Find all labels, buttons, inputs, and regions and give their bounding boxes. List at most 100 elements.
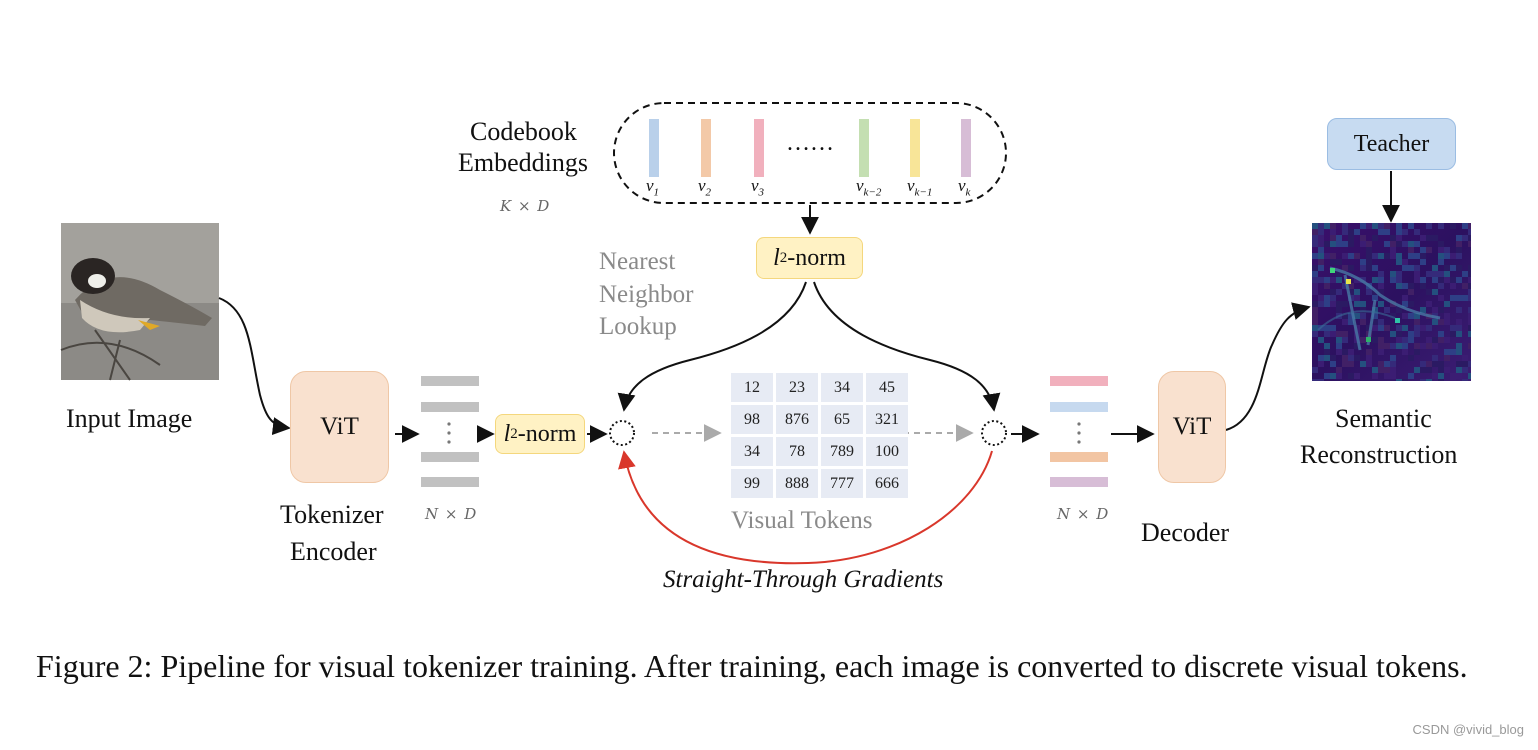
heatmap-cell xyxy=(1468,277,1471,283)
heatmap-cell xyxy=(1336,289,1342,295)
l2-norm-text: -norm xyxy=(787,244,846,271)
heatmap-cell xyxy=(1384,223,1390,229)
heatmap-cell xyxy=(1312,331,1318,337)
heatmap-cell xyxy=(1396,223,1402,229)
heatmap-cell xyxy=(1390,271,1396,277)
heatmap-cell xyxy=(1456,277,1462,283)
codebook-vector-label: vk xyxy=(958,176,970,198)
heatmap-cell xyxy=(1342,337,1348,343)
quantize-circle-right xyxy=(981,420,1007,446)
heatmap-cell xyxy=(1450,265,1456,271)
heatmap-cell xyxy=(1438,253,1444,259)
codebook-vectors xyxy=(649,119,971,177)
vector-subscript: k−2 xyxy=(863,186,882,199)
heatmap-cell xyxy=(1342,253,1348,259)
heatmap-cell xyxy=(1324,277,1330,283)
heatmap-cell xyxy=(1438,241,1444,247)
heatmap-cell xyxy=(1450,331,1456,337)
heatmap-cell xyxy=(1450,373,1456,379)
heatmap-cell xyxy=(1444,313,1450,319)
heatmap-cell xyxy=(1408,337,1414,343)
heatmap-cell xyxy=(1396,337,1402,343)
heatmap-cell xyxy=(1336,331,1342,337)
heatmap-cell xyxy=(1390,343,1396,349)
heatmap-cell xyxy=(1408,355,1414,361)
heatmap-cell xyxy=(1468,343,1471,349)
heatmap-cell xyxy=(1468,361,1471,367)
heatmap-cell xyxy=(1396,259,1402,265)
heatmap-cell xyxy=(1468,295,1471,301)
heatmap-cell xyxy=(1462,367,1468,373)
heatmap-cell xyxy=(1402,229,1408,235)
heatmap-cell xyxy=(1312,319,1318,325)
straight-through-gradient-arrow xyxy=(618,450,993,565)
heatmap-cell xyxy=(1318,337,1324,343)
heatmap-cell xyxy=(1324,301,1330,307)
heatmap-cell xyxy=(1420,307,1426,313)
decoder-dims: N × D xyxy=(1057,505,1110,523)
heatmap-cell xyxy=(1378,229,1384,235)
heatmap-cell xyxy=(1372,277,1378,283)
encoder-vit-box: ViT xyxy=(290,371,389,483)
heatmap-cell xyxy=(1414,313,1420,319)
heatmap-cell xyxy=(1438,277,1444,283)
watermark: CSDN @vivid_blog xyxy=(1412,722,1524,737)
heatmap-cell xyxy=(1312,313,1318,319)
heatmap-cell xyxy=(1318,247,1324,253)
heatmap-cell xyxy=(1360,319,1366,325)
heatmap-cell xyxy=(1420,379,1426,381)
heatmap-cell xyxy=(1420,367,1426,373)
teacher-label: Teacher xyxy=(1353,130,1430,157)
heatmap-cell xyxy=(1456,295,1462,301)
codebook-vector-label: v2 xyxy=(698,176,711,198)
heatmap-cell xyxy=(1468,313,1471,319)
heatmap-cell xyxy=(1462,355,1468,361)
heatmap-cell xyxy=(1456,325,1462,331)
heatmap-cell xyxy=(1312,277,1318,283)
heatmap-cell xyxy=(1408,331,1414,337)
heatmap-cell xyxy=(1438,337,1444,343)
heatmap-cell xyxy=(1324,349,1330,355)
heatmap-cell xyxy=(1414,265,1420,271)
heatmap-cell xyxy=(1354,343,1360,349)
vector-symbol: v xyxy=(751,176,759,195)
heatmap-cell xyxy=(1336,259,1342,265)
heatmap-cell xyxy=(1384,253,1390,259)
token-cell: 78 xyxy=(776,437,818,466)
heatmap-cell xyxy=(1318,301,1324,307)
l2-symbol: l xyxy=(773,244,780,271)
heatmap-cell xyxy=(1414,367,1420,373)
heatmap-cell xyxy=(1354,373,1360,379)
heatmap-cell xyxy=(1468,241,1471,247)
heatmap-cell xyxy=(1432,307,1438,313)
heatmap-cell xyxy=(1372,337,1378,343)
heatmap-cell xyxy=(1438,259,1444,265)
heatmap-cell xyxy=(1336,349,1342,355)
token-cell: 99 xyxy=(731,469,773,498)
heatmap-cell xyxy=(1336,271,1342,277)
heatmap-cell xyxy=(1312,307,1318,313)
heatmap-cell xyxy=(1426,325,1432,331)
codebook-vector-label: v1 xyxy=(646,176,659,198)
heatmap-cell xyxy=(1402,283,1408,289)
heatmap-cell xyxy=(1342,319,1348,325)
heatmap-cell xyxy=(1450,325,1456,331)
heatmap-cell xyxy=(1414,277,1420,283)
heatmap-cell xyxy=(1402,349,1408,355)
heatmap-cell xyxy=(1384,325,1390,331)
teacher-box: Teacher xyxy=(1327,118,1456,170)
heatmap-cell xyxy=(1390,373,1396,379)
l2-subscript: 2 xyxy=(510,425,518,442)
heatmap-cell xyxy=(1426,343,1432,349)
heatmap-cell xyxy=(1396,283,1402,289)
heatmap-cell xyxy=(1468,235,1471,241)
heatmap-cell xyxy=(1384,229,1390,235)
heatmap-cell xyxy=(1324,241,1330,247)
heatmap-cell xyxy=(1414,331,1420,337)
heatmap-cell xyxy=(1456,373,1462,379)
token-cell: 777 xyxy=(821,469,863,498)
heatmap-cell xyxy=(1354,355,1360,361)
heatmap-cell xyxy=(1378,337,1384,343)
heatmap-cell xyxy=(1396,253,1402,259)
heatmap-cell xyxy=(1312,379,1318,381)
